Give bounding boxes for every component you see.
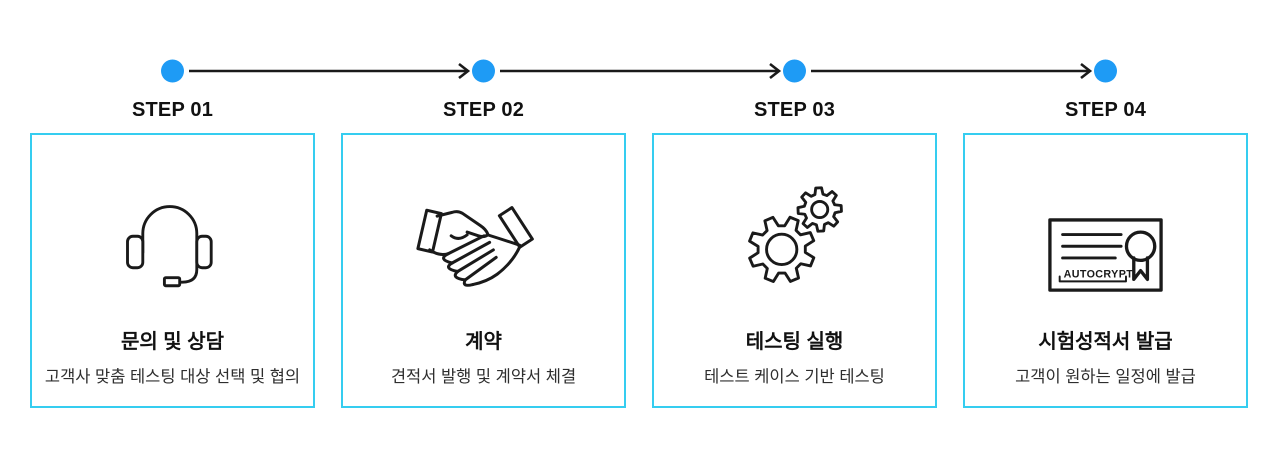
handshake-icon bbox=[415, 206, 534, 287]
arrowhead-icon bbox=[769, 62, 782, 80]
card-title: 계약 bbox=[465, 331, 502, 353]
timeline bbox=[161, 59, 1117, 83]
card-description: 고객사 맞춤 테스팅 대상 선택 및 협의 bbox=[44, 368, 301, 386]
card-icon-area bbox=[343, 135, 624, 295]
card-icon-area: AUTOCRYPT bbox=[965, 135, 1246, 295]
step-card: 계약 견적서 발행 및 계약서 체결 bbox=[341, 133, 626, 408]
gears-icon bbox=[747, 186, 843, 283]
headset-icon bbox=[126, 205, 213, 288]
step-label: STEP 04 bbox=[1064, 99, 1147, 121]
step-dot bbox=[161, 59, 184, 83]
step-label: STEP 03 bbox=[753, 99, 836, 121]
arrowhead-icon bbox=[458, 62, 471, 80]
step-dot bbox=[783, 59, 806, 83]
arrowhead-icon bbox=[1080, 62, 1093, 80]
card-description: 테스트 케이스 기반 테스팅 bbox=[704, 368, 885, 386]
certificate-icon: AUTOCRYPT bbox=[1048, 218, 1163, 292]
card-title: 테스팅 실행 bbox=[745, 331, 844, 353]
step-column-3: STEP 03 테스팅 실행 테스트 케이스 기반 bbox=[652, 97, 937, 408]
step-dot bbox=[472, 59, 495, 83]
card-title: 시험성적서 발급 bbox=[1038, 331, 1173, 353]
card-description: 고객이 원하는 일정에 발급 bbox=[1015, 368, 1196, 386]
card-icon-area bbox=[32, 135, 313, 295]
certificate-brand-text: AUTOCRYPT bbox=[1064, 268, 1134, 280]
step-column-1: STEP 01 문의 및 상담 고객사 맞춤 테스팅 대상 선택 및 협의 bbox=[30, 97, 315, 408]
step-label: STEP 01 bbox=[131, 99, 214, 121]
step-label: STEP 02 bbox=[442, 99, 525, 121]
step-card: 문의 및 상담 고객사 맞춤 테스팅 대상 선택 및 협의 bbox=[30, 133, 315, 408]
card-icon-area bbox=[654, 135, 935, 295]
card-title: 문의 및 상담 bbox=[120, 331, 225, 353]
step-column-2: STEP 02 bbox=[341, 97, 626, 408]
step-card: AUTOCRYPT 시험성적서 발급 고객이 원하는 일정에 발급 bbox=[963, 133, 1248, 408]
card-description: 견적서 발행 및 계약서 체결 bbox=[390, 368, 577, 386]
steps-grid: STEP 01 문의 및 상담 고객사 맞춤 테스팅 대상 선택 및 협의 bbox=[30, 97, 1248, 408]
step-dot bbox=[1094, 59, 1117, 83]
step-column-4: STEP 04 AUTOCRYPT bbox=[963, 97, 1248, 408]
step-card: 테스팅 실행 테스트 케이스 기반 테스팅 bbox=[652, 133, 937, 408]
